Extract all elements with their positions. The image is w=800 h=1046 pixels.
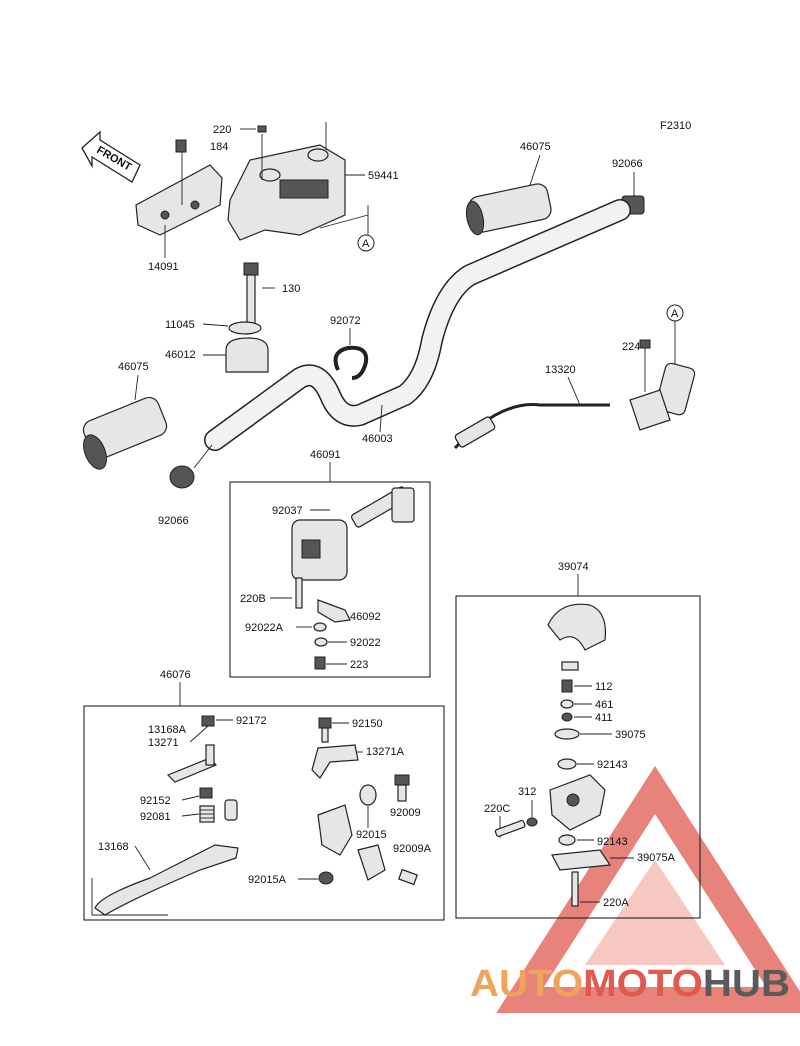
watermark-logo [496,765,800,1013]
label-46075-right: 46075 [520,141,551,153]
label-92009a: 92009A [393,843,432,855]
part-130-bolt [243,262,259,328]
label-92143-bottom: 92143 [597,836,628,848]
part-59441-cover [227,144,346,241]
label-92081: 92081 [140,811,171,823]
label-92015: 92015 [356,829,387,841]
label-46012: 46012 [165,349,196,361]
label-14091: 14091 [148,261,179,273]
ref-marker-a-top-label: A [362,238,370,250]
label-92037: 92037 [272,505,303,517]
part-92022-washer [314,637,328,647]
part-39075a-bracket [551,849,612,871]
label-59441: 59441 [368,170,399,182]
label-92172: 92172 [236,715,267,727]
label-92022: 92022 [350,637,381,649]
part-46092-lever [317,599,351,623]
watermark-moto: MOTO [583,963,703,1005]
label-13271: 13271 [148,737,179,749]
part-46075-left-grip [82,396,168,470]
part-92009-bolt [394,774,410,802]
part-throttle-housing [629,362,696,431]
box-46076 [83,705,445,921]
label-461: 461 [595,699,613,711]
label-220b: 220B [240,593,266,605]
part-13271a-bracket [311,744,359,779]
part-brake-holder [317,804,386,881]
front-arrow-icon: FRONT [81,130,141,183]
label-220c: 220C [484,803,510,815]
label-13168: 13168 [98,841,129,853]
label-39075: 39075 [615,729,646,741]
part-92066-end-cap-left [169,465,195,489]
ref-marker-a-top [357,234,375,252]
box-39074 [455,595,701,919]
label-411: 411 [595,712,613,724]
label-13271a: 13271A [366,746,405,758]
part-brake-master-body [549,774,606,831]
ref-marker-a-right-label: A [671,308,679,320]
label-46076: 46076 [160,669,191,681]
label-220a: 220A [603,897,629,909]
label-46092: 46092 [350,611,381,623]
part-92072-clip [333,345,369,380]
part-39074-cover [547,603,607,651]
part-13168-lever [94,844,239,916]
part-14091-guard [135,139,223,236]
label-92015a: 92015A [248,874,287,886]
label-92066-right: 92066 [612,158,643,170]
part-92081-spring [199,805,215,823]
label-11045: 11045 [165,319,195,331]
label-112: 112 [595,681,613,693]
part-13271-plate [166,744,217,783]
label-92143-top: 92143 [597,759,628,771]
label-184: 184 [210,141,228,153]
label-92072: 92072 [330,315,361,327]
figure-code: F2310 [660,120,691,132]
label-130: 130 [282,283,300,295]
label-312: 312 [518,786,536,798]
label-92066-left: 92066 [158,515,189,527]
label-92022a: 92022A [245,622,284,634]
part-223-screw [314,656,326,670]
label-46091: 46091 [310,449,341,461]
label-220: 220 [213,124,231,136]
part-92022a-washer [313,622,327,632]
watermark-auto: AUTO [470,963,583,1005]
watermark-hub: HUB [703,963,790,1005]
label-39074: 39074 [558,561,589,573]
part-13320-cable [453,403,610,450]
part-46012-clamp [225,337,269,373]
label-224: 224 [622,341,640,353]
label-39075a: 39075A [637,852,676,864]
label-92152: 92152 [140,795,171,807]
part-11045-washer [228,321,262,335]
label-46075-left: 46075 [118,361,149,373]
part-46075-right-grip [465,183,552,236]
label-13168a: 13168A [148,724,187,736]
label-223: 223 [350,659,368,671]
label-13320: 13320 [545,364,576,376]
part-switch-housing [291,486,415,581]
label-92150: 92150 [352,718,383,730]
label-46003: 46003 [362,433,393,445]
label-92009: 92009 [390,807,421,819]
